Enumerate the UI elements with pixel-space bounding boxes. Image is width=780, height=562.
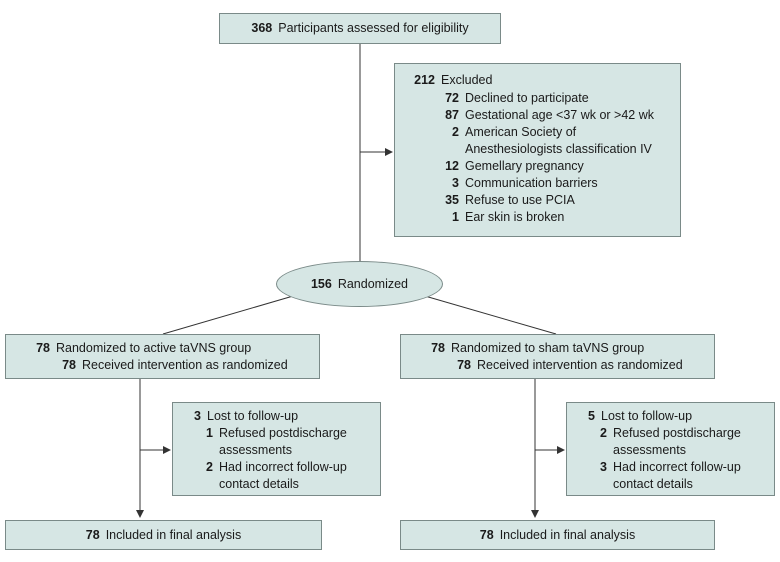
active-allocation-label: Randomized to active taVNS group	[56, 341, 252, 355]
connector-randomized-sham	[417, 293, 557, 335]
excluded-reasons-list: 72 Declined to participate 87 Gestationa…	[411, 90, 672, 226]
active-lost-row: 3 Lost to follow-up	[185, 408, 374, 425]
sham-lost-box: 5 Lost to follow-up 2 Refused postdischa…	[566, 402, 775, 496]
sham-lost-reason: 2 Refused postdischarge assessments	[579, 425, 768, 459]
reason-count: 3	[600, 460, 607, 474]
eligibility-box: 368 Participants assessed for eligibilit…	[219, 13, 501, 44]
active-analysis-box: 78 Included in final analysis	[5, 520, 322, 550]
reason-text: Declined to participate	[465, 91, 589, 105]
excluded-reason: 72 Declined to participate	[411, 90, 672, 107]
excluded-reason: 35 Refuse to use PCIA	[411, 192, 672, 209]
sham-received-count: 78	[457, 358, 471, 372]
randomized-count: 156	[310, 277, 332, 291]
reason-text: Gemellary pregnancy	[465, 159, 584, 173]
eligibility-count: 368	[251, 21, 273, 35]
reason-count: 12	[445, 159, 459, 173]
excluded-reason: 87 Gestational age <37 wk or >42 wk	[411, 107, 672, 124]
sham-analysis-box: 78 Included in final analysis	[400, 520, 715, 550]
active-analysis-label: Included in final analysis	[105, 528, 242, 542]
sham-allocation-box: 78 Randomized to sham taVNS group 78 Rec…	[400, 334, 715, 379]
randomized-label: Randomized	[337, 277, 409, 291]
reason-text: Had incorrect follow-up contact details	[219, 460, 347, 491]
sham-allocation-row: 78 Randomized to sham taVNS group	[429, 340, 714, 357]
connector-randomized-active	[162, 293, 301, 335]
sham-analysis-count: 78	[479, 528, 494, 542]
reason-text: Refuse to use PCIA	[465, 193, 575, 207]
excluded-label: Excluded	[441, 73, 493, 87]
excluded-count: 212	[414, 73, 435, 87]
reason-count: 3	[452, 176, 459, 190]
sham-lost-row: 5 Lost to follow-up	[579, 408, 768, 425]
eligibility-label: Participants assessed for eligibility	[278, 21, 469, 35]
active-allocation-box: 78 Randomized to active taVNS group 78 R…	[5, 334, 320, 379]
sham-lost-label: Lost to follow-up	[601, 409, 693, 423]
active-analysis-count: 78	[85, 528, 100, 542]
active-lost-count: 3	[194, 409, 201, 423]
active-lost-reason: 1 Refused postdischarge assessments	[185, 425, 374, 459]
reason-text: Ear skin is broken	[465, 210, 565, 224]
active-lost-label: Lost to follow-up	[207, 409, 299, 423]
sham-received-label: Received intervention as randomized	[477, 358, 683, 372]
sham-lost-reason: 3 Had incorrect follow-up contact detail…	[579, 459, 768, 493]
randomized-ellipse: 156 Randomized	[276, 261, 443, 307]
sham-allocation-count: 78	[431, 341, 445, 355]
active-lost-reason: 2 Had incorrect follow-up contact detail…	[185, 459, 374, 493]
reason-count: 1	[452, 210, 459, 224]
excluded-reason: 2 American Society of Anesthesiologists …	[411, 124, 672, 158]
reason-count: 35	[445, 193, 459, 207]
reason-text: Gestational age <37 wk or >42 wk	[465, 108, 655, 122]
reason-count: 1	[206, 426, 213, 440]
excluded-reason: 1 Ear skin is broken	[411, 209, 672, 226]
active-allocation-count: 78	[36, 341, 50, 355]
reason-count: 72	[445, 91, 459, 105]
reason-count: 87	[445, 108, 459, 122]
sham-analysis-label: Included in final analysis	[499, 528, 636, 542]
active-lost-box: 3 Lost to follow-up 1 Refused postdischa…	[172, 402, 381, 496]
active-received-count: 78	[62, 358, 76, 372]
excluded-reason: 12 Gemellary pregnancy	[411, 158, 672, 175]
active-allocation-row: 78 Randomized to active taVNS group	[34, 340, 319, 357]
sham-lost-count: 5	[588, 409, 595, 423]
reason-text: Communication barriers	[465, 176, 598, 190]
reason-text: American Society of Anesthesiologists cl…	[465, 125, 652, 156]
sham-allocation-label: Randomized to sham taVNS group	[451, 341, 645, 355]
reason-text: Refused postdischarge assessments	[613, 426, 741, 457]
excluded-reason: 3 Communication barriers	[411, 175, 672, 192]
reason-count: 2	[600, 426, 607, 440]
active-received-label: Received intervention as randomized	[82, 358, 288, 372]
reason-text: Had incorrect follow-up contact details	[613, 460, 741, 491]
reason-count: 2	[206, 460, 213, 474]
reason-count: 2	[452, 125, 459, 139]
sham-received-row: 78 Received intervention as randomized	[429, 357, 714, 374]
excluded-header: 212 Excluded	[411, 72, 672, 89]
excluded-box: 212 Excluded 72 Declined to participate …	[394, 63, 681, 237]
reason-text: Refused postdischarge assessments	[219, 426, 347, 457]
active-received-row: 78 Received intervention as randomized	[34, 357, 319, 374]
